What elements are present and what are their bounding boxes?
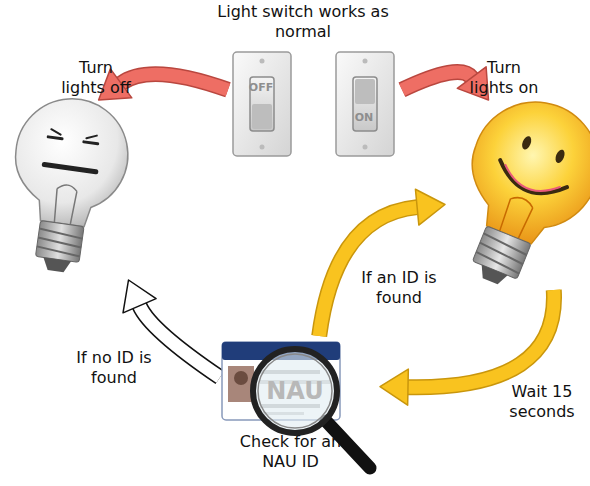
node-text: Turn lights on — [463, 58, 545, 98]
edge-label: If no ID is found — [72, 348, 156, 388]
light-switch: Light switch works as normal — [228, 52, 402, 160]
light-bulb-off-graphic — [5, 100, 135, 280]
node-text: Check for an NAU ID — [228, 432, 353, 472]
light-bulb-on: Turn lights on — [445, 100, 590, 290]
light-switch-graphic — [228, 52, 402, 160]
switch-off-text: OFF — [246, 80, 276, 95]
light-bulb-off: Turn lights off — [5, 100, 135, 280]
light-bulb-on-graphic — [445, 100, 590, 290]
node-text: Turn lights off — [55, 58, 137, 98]
edge-label: Wait 15 seconds — [502, 382, 582, 422]
card-watermark: NAU — [263, 377, 327, 405]
node-text: Light switch works as normal — [203, 2, 403, 42]
edge-label: If an ID is found — [358, 268, 440, 308]
switch-on-text: ON — [349, 110, 379, 125]
flow-arrow — [319, 189, 445, 336]
